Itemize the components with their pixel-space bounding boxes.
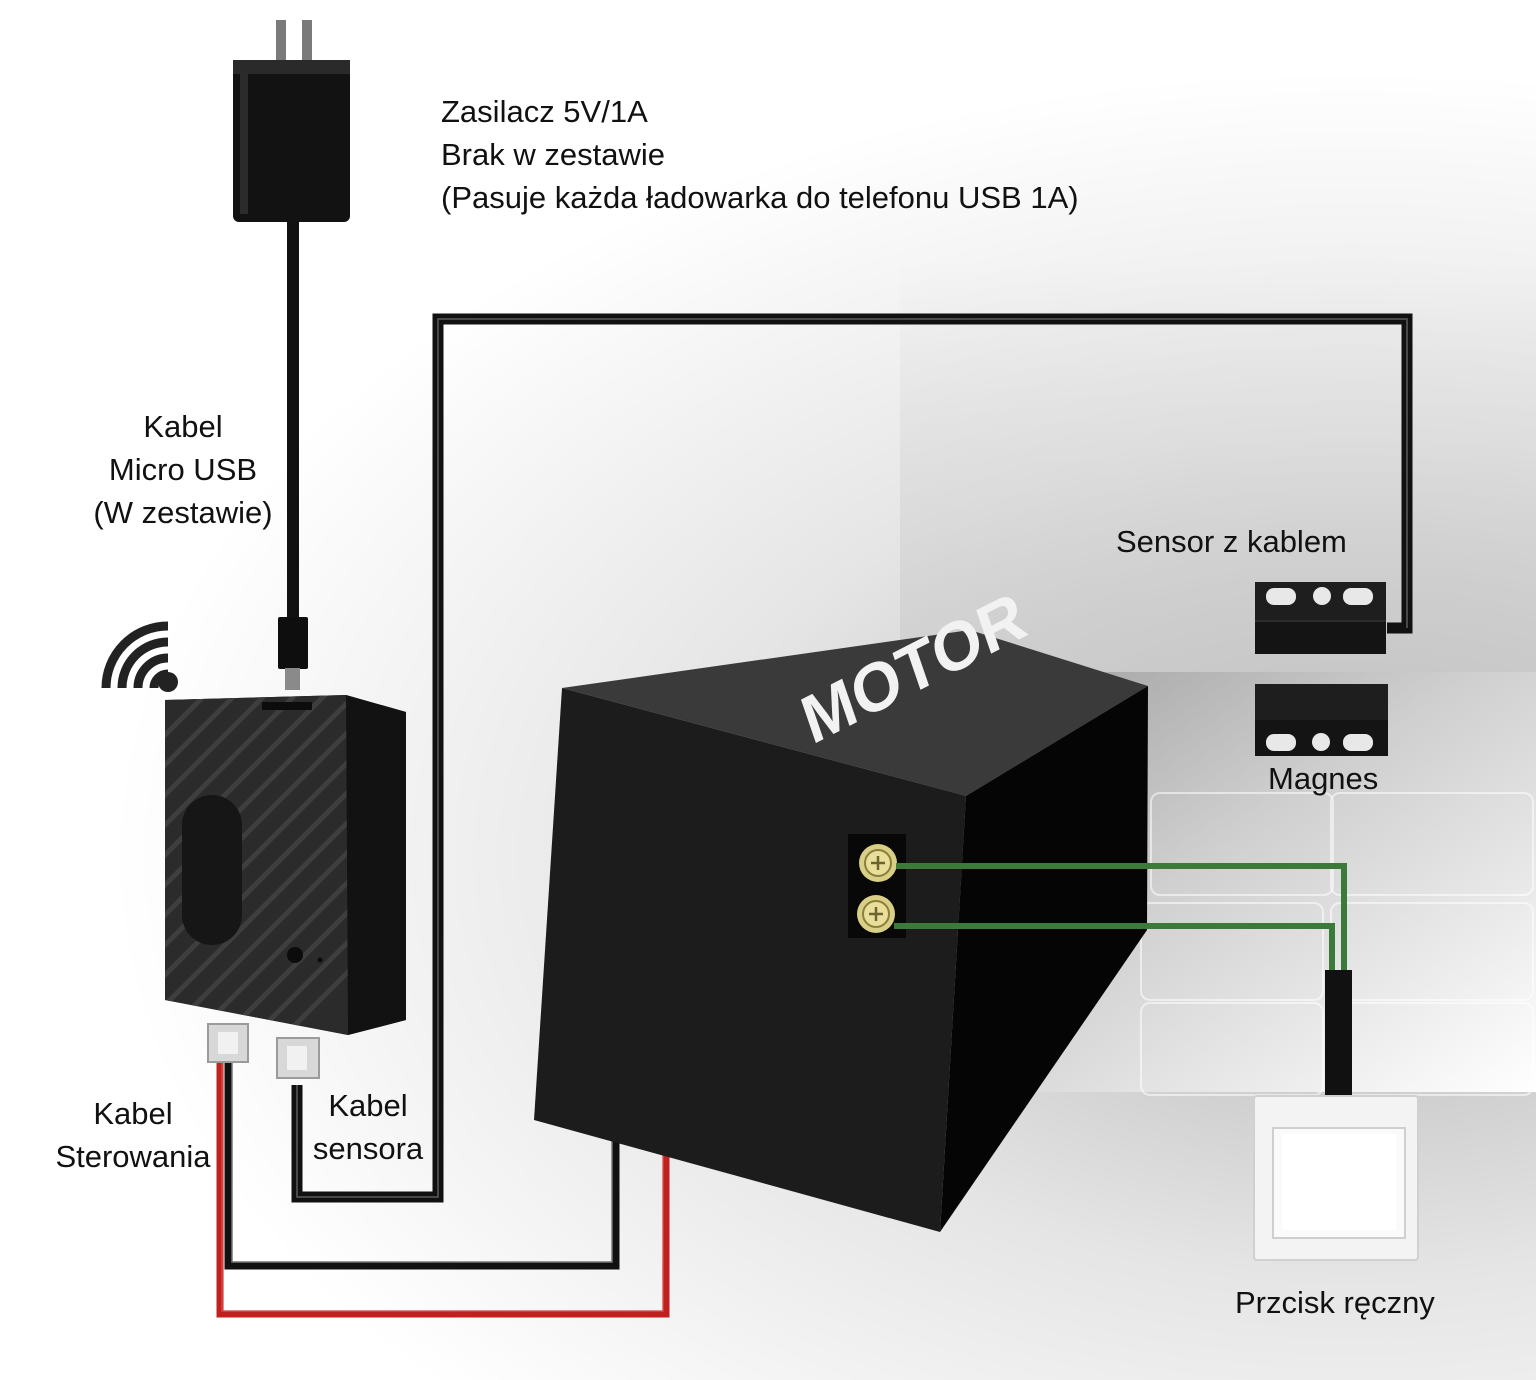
control-cable-label-line1: Kabel — [93, 1096, 173, 1131]
micro-usb-connector-icon — [278, 617, 308, 690]
magnet-icon — [1255, 684, 1388, 756]
magnet-label: Magnes — [1268, 761, 1379, 796]
sensor-label: Sensor z kablem — [1116, 524, 1347, 559]
sensor-cable-label: Kabel sensora — [308, 1084, 428, 1170]
sensor-cable-connector-icon — [276, 1037, 320, 1079]
switch-cable — [1325, 970, 1352, 1100]
wifi-icon — [101, 621, 178, 692]
screw-terminal-icon — [848, 834, 906, 938]
usb-cable-label-line3: (W zestawie) — [93, 495, 273, 530]
power-plug-icon — [233, 20, 350, 222]
sensor-cable-label-line1: Kabel — [328, 1088, 408, 1123]
manual-button-label: Przcisk ręczny — [1235, 1285, 1435, 1320]
power-supply-label-line1: Zasilacz 5V/1A — [441, 94, 648, 129]
switch-wire-green-1 — [896, 863, 1347, 978]
sensor-cable-wire — [291, 313, 1413, 1203]
wall-switch-icon — [1253, 1095, 1419, 1261]
control-cable-connector-icon — [207, 1023, 249, 1063]
control-cable-label: Kabel Sterowania — [48, 1092, 218, 1178]
garage-controller-device — [165, 695, 406, 1035]
wall-background — [900, 260, 1536, 680]
sensor-cable-label-line2: sensora — [312, 1131, 424, 1166]
usb-cable-label: Kabel Micro USB (W zestawie) — [80, 405, 286, 534]
usb-cable-label-line2: Micro USB — [108, 452, 258, 487]
power-supply-label: Zasilacz 5V/1A Brak w zestawie (Pasuje k… — [441, 90, 1079, 219]
motor-top-face — [562, 630, 1148, 796]
power-supply-label-line2: Brak w zestawie — [441, 137, 665, 172]
motor-unit: MOTOR — [534, 578, 1148, 1232]
usb-cable-label-line1: Kabel — [143, 409, 223, 444]
switch-wire-green-2 — [894, 923, 1335, 978]
power-supply-label-line3: (Pasuje każda ładowarka do telefonu USB … — [441, 180, 1079, 215]
motor-front-face — [534, 688, 966, 1232]
door-sensor-icon — [1255, 582, 1386, 654]
control-cable-label-line2: Sterowania — [55, 1139, 211, 1174]
motor-side-face — [940, 686, 1148, 1232]
